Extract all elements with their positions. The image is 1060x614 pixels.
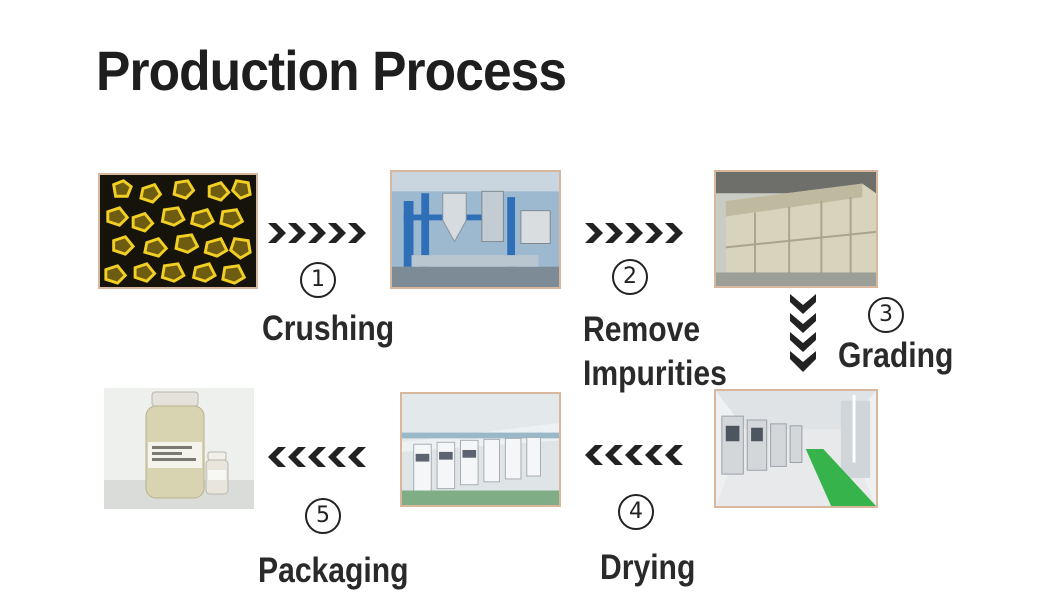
- step-label-remove: Remove: [583, 310, 701, 349]
- step-number-4: 4: [618, 494, 654, 530]
- step-number-2: 2: [612, 259, 648, 295]
- step-label-packaging: Packaging: [258, 551, 409, 590]
- purification-equipment-photo: [390, 170, 561, 289]
- arrow-left-icon: [268, 447, 366, 467]
- drying-room-photo: [714, 389, 878, 508]
- page-title: Production Process: [96, 39, 567, 102]
- diamond-crystals-photo: [98, 173, 258, 289]
- step-label-drying: Drying: [600, 548, 696, 587]
- drying-machines-photo: [400, 392, 561, 507]
- step-label-crushing: Crushing: [262, 309, 395, 348]
- product-bottles-photo: [104, 388, 254, 509]
- step-label-impurities: Impurities: [583, 354, 727, 393]
- step-number-5: 5: [305, 498, 341, 534]
- step-number-3: 3: [868, 297, 904, 333]
- step-label-grading: Grading: [838, 336, 954, 375]
- arrow-left-icon: [585, 445, 683, 465]
- arrow-down-icon: [790, 294, 816, 372]
- arrow-right-icon: [268, 223, 366, 243]
- arrow-right-icon: [585, 223, 683, 243]
- grading-tanks-photo: [714, 170, 878, 288]
- step-number-1: 1: [300, 262, 336, 298]
